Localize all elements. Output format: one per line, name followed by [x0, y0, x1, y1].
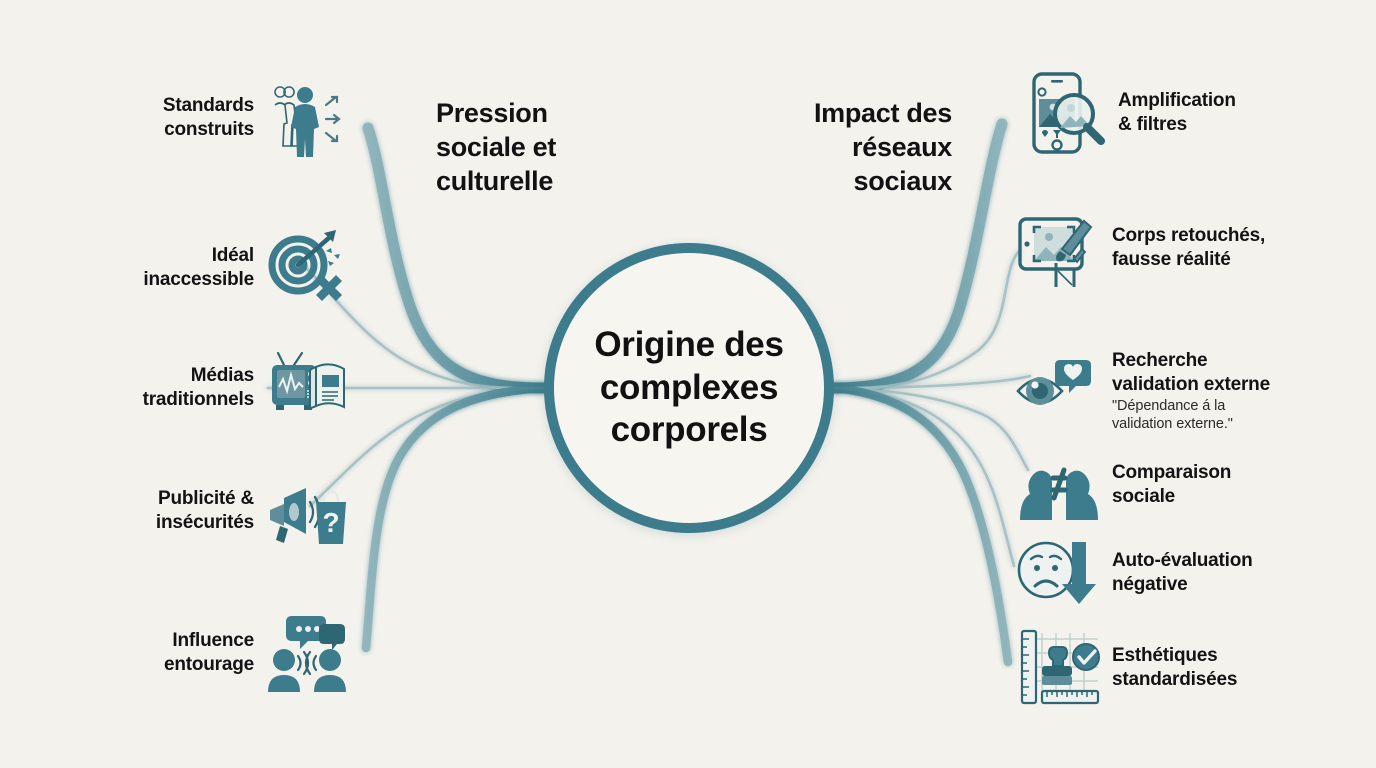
leaf-label: Standards construits: [162, 95, 254, 140]
target-arrow-missed-icon: [264, 225, 350, 311]
leaf-label-quote: "Dépendance á la validation externe.": [1112, 398, 1233, 433]
leaf-label: Esthétiques standardisées: [1112, 645, 1238, 690]
branch-heading-pression-sociale: Pression sociale et culturelle: [436, 98, 557, 197]
leaf-publicite-insecurites: Publicité & insécurités ?: [80, 468, 350, 554]
leaf-amplification-filtres: Amplification & filtres: [1022, 70, 1282, 156]
leaf-medias-traditionnels: Médias traditionnels: [120, 345, 350, 431]
branch-heading-impact-reseaux: Impact des réseaux sociaux: [813, 98, 952, 197]
ruler-stamp-check-icon: [1016, 625, 1102, 711]
leaf-label: Recherche validation externe "Dépendance…: [1112, 325, 1270, 458]
television-magazine-icon: [264, 345, 350, 431]
svg-text:?: ?: [322, 507, 339, 538]
sad-face-down-arrow-icon: [1016, 530, 1102, 616]
leaf-label: Influence entourage: [163, 630, 254, 675]
leaf-label: Corps retouchés, fausse réalité: [1112, 225, 1266, 270]
leaf-standards-construits: Standards construits: [120, 75, 350, 161]
leaf-auto-evaluation-negative: Auto-évaluation négative: [1016, 530, 1296, 616]
leaf-influence-entourage: Influence entourage: [100, 610, 350, 696]
central-node: Origine des complexes corporels: [544, 243, 834, 533]
leaf-comparaison-sociale: Comparaison sociale: [1016, 442, 1286, 528]
leaf-label: Comparaison sociale: [1112, 462, 1232, 507]
eye-heart-bubble-icon: [1016, 348, 1102, 434]
body-silhouette-variants-icon: [264, 75, 350, 161]
leaf-label: Publicité & insécurités: [155, 488, 254, 533]
tablet-photo-retouch-brush-icon: [1016, 205, 1102, 291]
central-node-title: Origine des complexes corporels: [594, 324, 784, 450]
leaf-label-main: Recherche validation externe: [1112, 349, 1270, 395]
megaphone-shopping-bag-question-icon: ?: [264, 468, 350, 554]
smartphone-magnifier-photo-icon: [1022, 70, 1108, 156]
leaf-ideal-inaccessible: Idéal inaccessible: [120, 225, 350, 311]
leaf-label: Amplification & filtres: [1118, 90, 1236, 135]
leaf-label: Médias traditionnels: [142, 365, 255, 410]
leaf-recherche-validation-externe: Recherche validation externe "Dépendance…: [1016, 325, 1316, 458]
leaf-label: Auto-évaluation négative: [1112, 550, 1253, 595]
leaf-label: Idéal inaccessible: [143, 245, 254, 290]
leaf-corps-retouches: Corps retouchés, fausse réalité: [1016, 205, 1296, 291]
two-heads-not-equal-icon: [1016, 442, 1102, 528]
people-speech-bubbles-icon: [264, 610, 350, 696]
leaf-esthetiques-standardisees: Esthétiques standardisées: [1016, 625, 1306, 711]
